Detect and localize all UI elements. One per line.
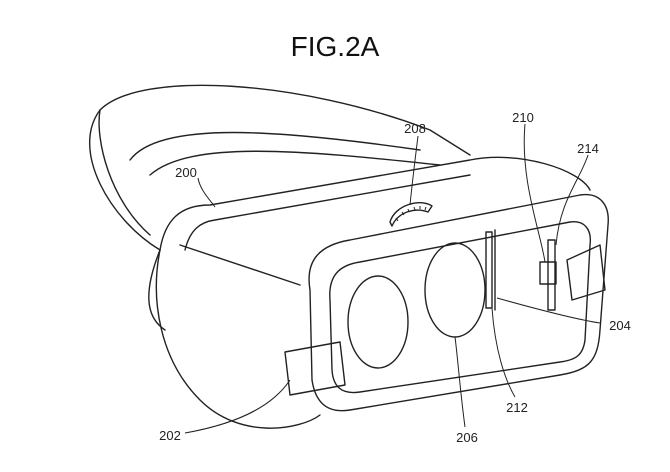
label-208: 208 xyxy=(404,121,426,136)
headset-body xyxy=(155,156,609,429)
label-206: 206 xyxy=(456,430,478,445)
strap-clip-left xyxy=(284,341,346,396)
label-214: 214 xyxy=(577,141,599,156)
label-200: 200 xyxy=(175,165,197,180)
slot xyxy=(485,231,493,309)
focus-wheel xyxy=(389,202,433,227)
label-210: 210 xyxy=(512,110,534,125)
label-212: 212 xyxy=(506,400,528,415)
label-202: 202 xyxy=(159,428,181,443)
lens-right xyxy=(424,242,486,338)
lens-left xyxy=(347,275,409,369)
connector xyxy=(539,239,557,311)
head-strap xyxy=(89,84,471,331)
figure-title: FIG.2A xyxy=(291,31,380,62)
strap-clip-right xyxy=(566,244,606,301)
label-204: 204 xyxy=(609,318,631,333)
